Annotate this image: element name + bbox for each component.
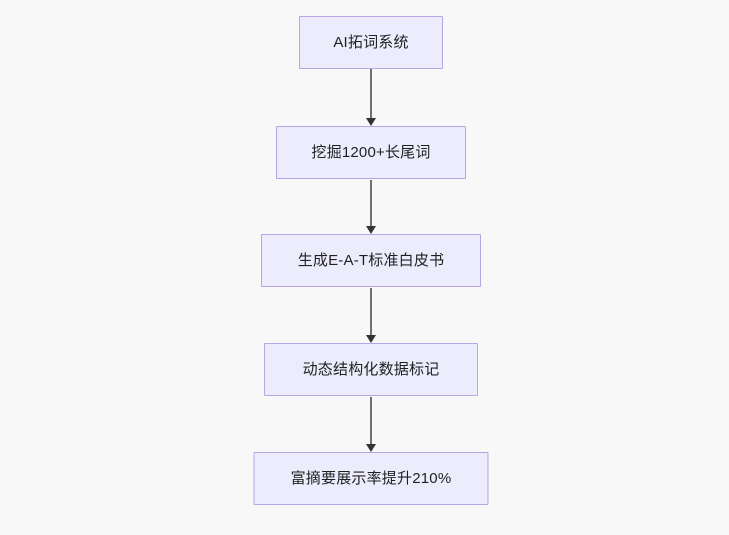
flow-node-rich-snippet-uplift[interactable]: 富摘要展示率提升210%: [253, 452, 489, 505]
flow-node-label: 富摘要展示率提升210%: [290, 469, 452, 487]
edge-line: [370, 397, 372, 445]
flow-edge-2-3: [364, 180, 378, 234]
flow-edge-1-2: [364, 69, 378, 126]
edge-line: [370, 69, 372, 119]
flow-node-label: AI拓词系统: [333, 33, 409, 51]
flow-edge-3-4: [364, 288, 378, 343]
flow-node-mine-longtail-keywords[interactable]: 挖掘1200+长尾词: [276, 126, 466, 179]
flow-node-label: 动态结构化数据标记: [302, 360, 440, 378]
edge-line: [370, 180, 372, 227]
flow-node-label: 生成E-A-T标准白皮书: [297, 251, 445, 269]
edge-line: [370, 288, 372, 336]
flow-node-generate-eat-whitepaper[interactable]: 生成E-A-T标准白皮书: [261, 234, 481, 287]
flow-node-label: 挖掘1200+长尾词: [311, 143, 431, 161]
flow-edge-4-5: [364, 397, 378, 452]
arrowhead-icon: [366, 444, 376, 452]
flow-node-dynamic-structured-data[interactable]: 动态结构化数据标记: [264, 343, 478, 396]
arrowhead-icon: [366, 118, 376, 126]
arrowhead-icon: [366, 226, 376, 234]
flow-node-ai-keyword-system[interactable]: AI拓词系统: [299, 16, 443, 69]
arrowhead-icon: [366, 335, 376, 343]
